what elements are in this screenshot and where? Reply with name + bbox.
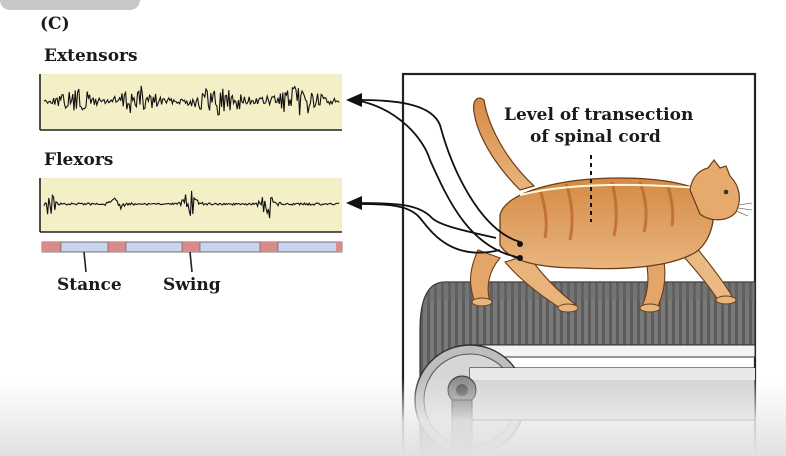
cat-illustration (469, 97, 753, 313)
swing-pointer (189, 251, 193, 273)
top-shadow (0, 0, 140, 10)
transection-label-line2: of spinal cord (530, 127, 661, 147)
swing-segment (336, 242, 342, 252)
swing-segment (182, 242, 200, 252)
swing-segment (108, 242, 126, 252)
cat-tail (473, 97, 536, 191)
transection-label-line1: Level of transection (504, 105, 694, 125)
treadmill-frame (401, 72, 757, 456)
flexors-label: Flexors (44, 150, 114, 170)
swing-segment (260, 242, 278, 252)
gait-phase-bar (41, 241, 343, 253)
stance-pointer (83, 251, 87, 273)
swing-label: Swing (163, 275, 221, 295)
treadmill (414, 281, 756, 456)
electrode-wires (346, 93, 523, 261)
extensors-arrow (346, 93, 362, 107)
spinal-cord (519, 183, 701, 196)
stance-label: Stance (57, 275, 122, 295)
flexors-arrow (346, 196, 362, 210)
extensors-label: Extensors (44, 46, 138, 66)
roller-support (451, 399, 473, 456)
flexors-emg-trace (43, 190, 340, 219)
extensors-emg-trace (43, 85, 340, 116)
swing-segment (42, 242, 61, 252)
cat-body (499, 177, 715, 270)
cat-head (689, 159, 740, 221)
panel-letter: (C) (40, 14, 70, 34)
